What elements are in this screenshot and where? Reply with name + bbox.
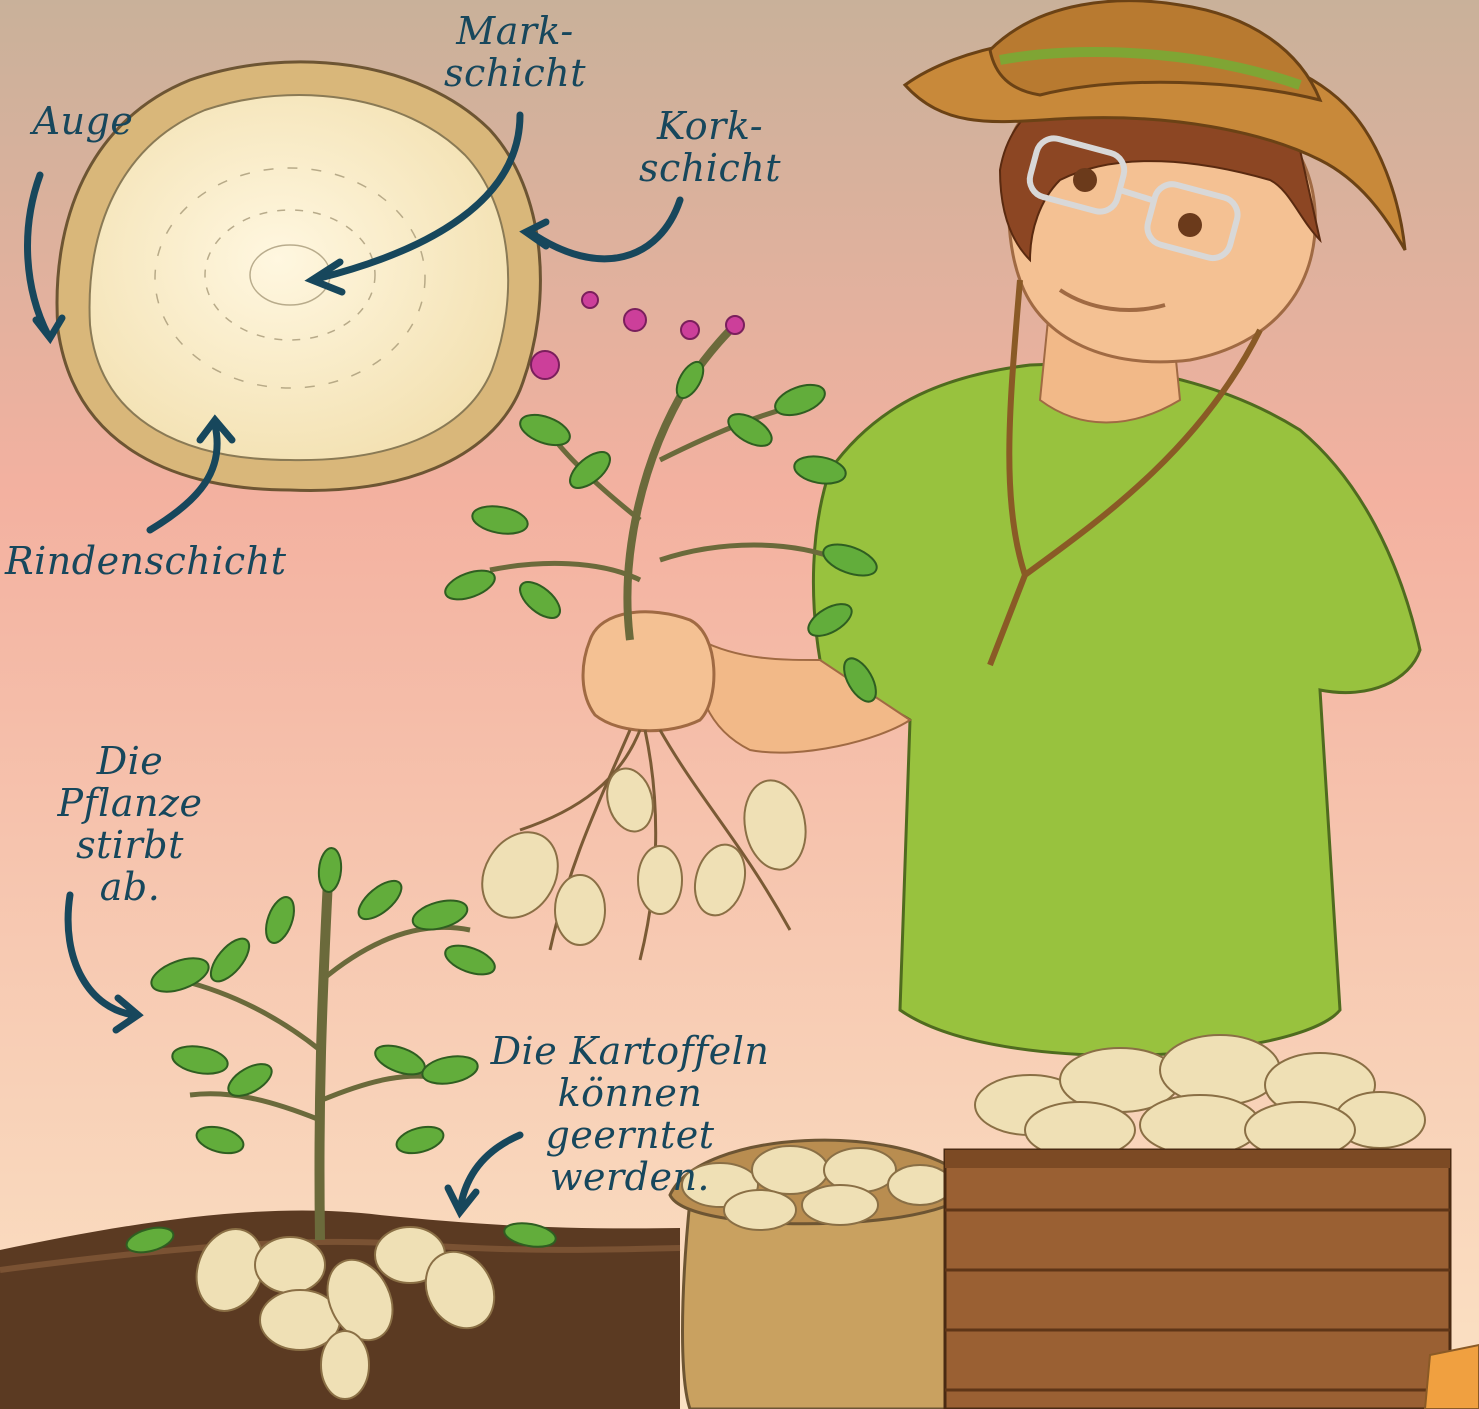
- label-pflanze-stirbt-ab: Die Pflanze stirbt ab.: [40, 740, 220, 908]
- label-markschicht: Mark- schicht: [430, 10, 600, 94]
- label-auge: Auge: [28, 100, 138, 142]
- label-kartoffeln-geerntet: Die Kartoffeln können geerntet werden.: [470, 1030, 790, 1198]
- label-rindenschicht: Rindenschicht: [5, 540, 265, 582]
- label-korkschicht: Kork- schicht: [630, 105, 790, 189]
